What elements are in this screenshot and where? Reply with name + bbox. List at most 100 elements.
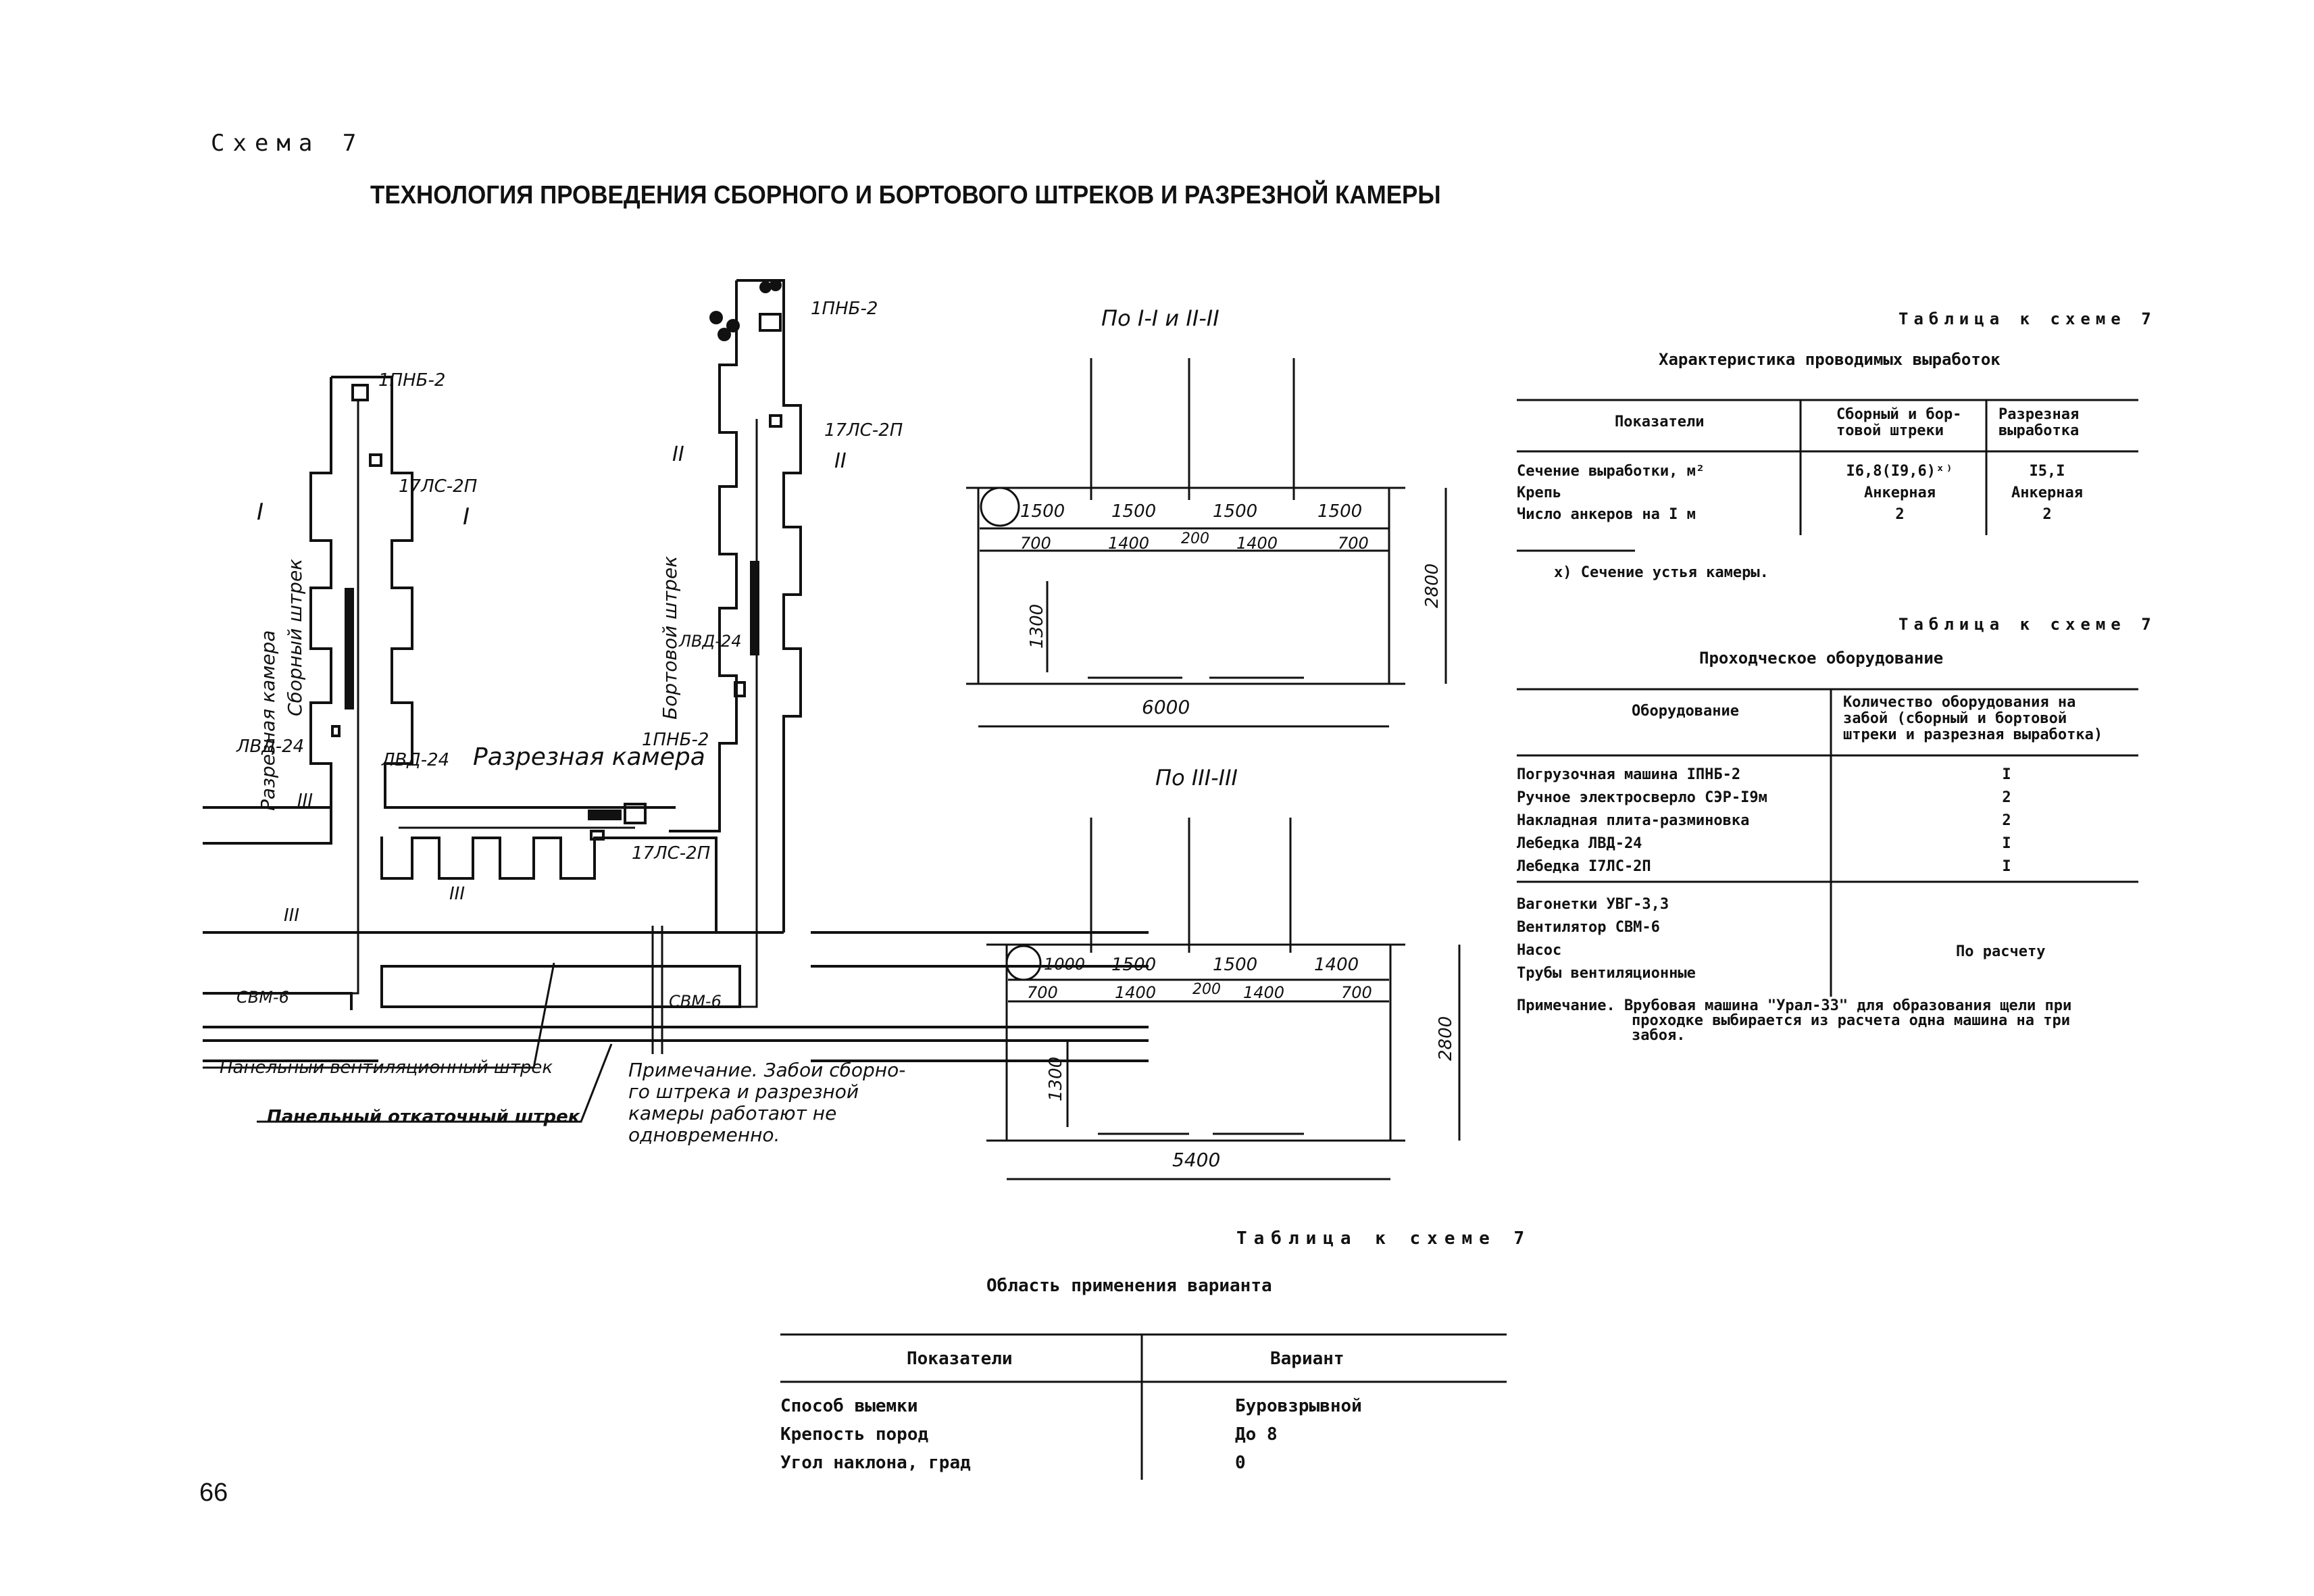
label-cut-chamber-vertical: Разрезная камера xyxy=(257,630,279,811)
dim-top: 1500 xyxy=(1213,955,1258,975)
table2-cell: I xyxy=(2002,858,2011,875)
table3-cell: Крепость пород xyxy=(780,1424,929,1445)
dim-top: 1500 xyxy=(1213,501,1258,522)
table2-header: Оборудование xyxy=(1632,703,1739,720)
section-bottom-caption: По III-III xyxy=(1155,765,1238,791)
table2-equipment-list: Погрузочная машина IПНБ-2 Ручное электро… xyxy=(1517,764,1767,878)
table1-col-params: Сечение выработки, м² Крепь Число анкеро… xyxy=(1517,461,1705,526)
table2-note-line: проходке выбирается из расчета одна маши… xyxy=(1632,1012,2071,1029)
table1-cell: Число анкеров на I м xyxy=(1517,506,1696,523)
label-pnb-right: 1ПНБ-2 xyxy=(811,299,878,319)
table2-cell: I xyxy=(2002,835,2011,852)
table3-params: Способ выемки Крепость пород Угол наклон… xyxy=(780,1392,971,1477)
label-gathering-drift: Сборный штрек xyxy=(284,558,306,716)
table3-title: Область применения варианта xyxy=(986,1276,1272,1296)
dim-top: 1500 xyxy=(1111,501,1157,522)
table1-cell: 2 xyxy=(2042,506,2052,523)
dim-height: 1300 xyxy=(1046,1056,1066,1101)
plan-note-line: камеры работают не xyxy=(628,1102,837,1124)
label-cut-chamber: Разрезная камера xyxy=(473,743,705,771)
section-mark-II-top: II xyxy=(672,443,684,466)
label-lvd-right: ЛВД-24 xyxy=(679,632,742,651)
section-mark-II-right: II xyxy=(834,449,847,473)
dim-mid: 700 xyxy=(1341,983,1372,1002)
table2-header: Количество оборудования на забой (сборны… xyxy=(1843,694,2103,743)
label-ls-left: 17ЛС-2П xyxy=(399,476,478,497)
dim-mid: 1400 xyxy=(1115,983,1157,1002)
table1-cell: I6,8(I9,6)ˣ⁾ xyxy=(1846,463,1954,480)
table3-label: Таблица к схеме 7 xyxy=(1236,1228,1532,1249)
plan-note: Примечание. Забои сборно- го штрека и ра… xyxy=(628,1059,905,1146)
table2-cell: Трубы вентиляционные xyxy=(1517,965,1696,982)
table1-header: Разрезная выработка xyxy=(1998,406,2080,439)
table2-cell: Накладная плита-разминовка xyxy=(1517,812,1750,829)
table2-cell: Вентилятор СВМ-6 xyxy=(1517,919,1660,936)
dim-total-height: 2800 xyxy=(1436,1016,1456,1061)
table1-cell: Сечение выработки, м² xyxy=(1517,463,1705,480)
section-top-caption: По I-I и II-II xyxy=(1101,305,1219,331)
dim-mid: 700 xyxy=(1020,534,1051,553)
dim-mid: 200 xyxy=(1181,530,1209,547)
label-haul-drift: Панельный откаточный штрек xyxy=(267,1107,580,1127)
scheme-label: Схема 7 xyxy=(211,130,365,157)
dim-mid: 700 xyxy=(1027,983,1058,1002)
dim-top: 1400 xyxy=(1314,955,1359,975)
table2-cell: Насос xyxy=(1517,942,1562,959)
table3-cell: Угол наклона, град xyxy=(780,1453,971,1473)
table2-note: Примечание. Врубовая машина "Урал-33" дл… xyxy=(1517,999,2071,1043)
table2-cell: Ручное электросверло СЭР-I9м xyxy=(1517,789,1767,806)
plan-note-line: Примечание. Забои сборно- xyxy=(628,1059,906,1081)
table1-cell: Анкерная xyxy=(2011,484,2083,501)
label-lvd-bottom: ЛВД-24 xyxy=(382,750,450,770)
page-number: 66 xyxy=(199,1478,228,1507)
table1-title: Характеристика проводимых выработок xyxy=(1659,350,2001,369)
section-mark-III-c: III xyxy=(449,884,466,904)
label-ls-right: 17ЛС-2П xyxy=(824,420,903,441)
table3-cell: 0 xyxy=(1235,1453,1246,1473)
section-mark-III-b: III xyxy=(284,905,300,926)
table2-cell: Лебедка ЛВД-24 xyxy=(1517,835,1642,852)
dim-total-height: 2800 xyxy=(1422,563,1442,608)
table2-cell: 2 xyxy=(2002,789,2011,806)
section-mark-III-a: III xyxy=(297,791,313,811)
table1-cell: 2 xyxy=(1895,506,1905,523)
section-mark-I-right: I xyxy=(463,503,470,530)
table2-quantity-list: I 2 2 I I xyxy=(1993,764,2020,878)
table3-values: Буровзрывной До 8 0 xyxy=(1235,1392,1362,1477)
dim-top: 1000 xyxy=(1044,955,1086,974)
dim-mid: 1400 xyxy=(1243,983,1285,1002)
table2-note-line: Примечание. Врубовая машина "Урал-33" дл… xyxy=(1517,997,2072,1014)
dim-width: 5400 xyxy=(1172,1149,1221,1171)
table1-header: Сборный и бор- товой штреки xyxy=(1836,406,1962,439)
table2-cell: I xyxy=(2002,766,2011,783)
dim-mid: 200 xyxy=(1192,981,1221,998)
label-svm-right: СВМ-6 xyxy=(669,992,722,1011)
table2-note-line: забоя. xyxy=(1632,1027,1686,1044)
label-lvd-left: ЛВД-24 xyxy=(236,737,305,757)
table2-cell: Вагонетки УВГ-3,3 xyxy=(1517,896,1669,913)
dim-top: 1500 xyxy=(1317,501,1363,522)
table1-cell: I5,I xyxy=(2029,463,2065,480)
table2-cell: Лебедка I7ЛС-2П xyxy=(1517,858,1651,875)
dim-mid: 1400 xyxy=(1236,534,1278,553)
table1-footnote: х) Сечение устья камеры. xyxy=(1554,564,1769,581)
table2-calc-list: Вагонетки УВГ-3,3 Вентилятор СВМ-6 Насос… xyxy=(1517,893,1696,985)
table3-header: Показатели xyxy=(907,1349,1013,1369)
table1-cell: Крепь xyxy=(1517,484,1562,501)
table3-cell: До 8 xyxy=(1235,1424,1278,1445)
section-mark-I-left: I xyxy=(257,499,264,526)
label-vent-drift: Панельный вентиляционный штрек xyxy=(220,1057,553,1078)
table1-cell: Анкерная xyxy=(1864,484,1936,501)
dim-top: 1500 xyxy=(1111,955,1157,975)
table1-header: Показатели xyxy=(1615,414,1705,430)
dim-width: 6000 xyxy=(1142,696,1190,718)
table1-label: Таблица к схеме 7 xyxy=(1898,309,2157,328)
table1-col-drifts: I6,8(I9,6)ˣ⁾ Анкерная 2 xyxy=(1839,461,1961,526)
dim-mid: 1400 xyxy=(1108,534,1150,553)
table3-cell: Буровзрывной xyxy=(1235,1396,1362,1416)
table2-cell: 2 xyxy=(2002,812,2011,829)
table1-col-chamber: I5,I Анкерная 2 xyxy=(1996,461,2098,526)
label-svm-left: СВМ-6 xyxy=(236,988,289,1007)
table2-label: Таблица к схеме 7 xyxy=(1898,615,2157,634)
